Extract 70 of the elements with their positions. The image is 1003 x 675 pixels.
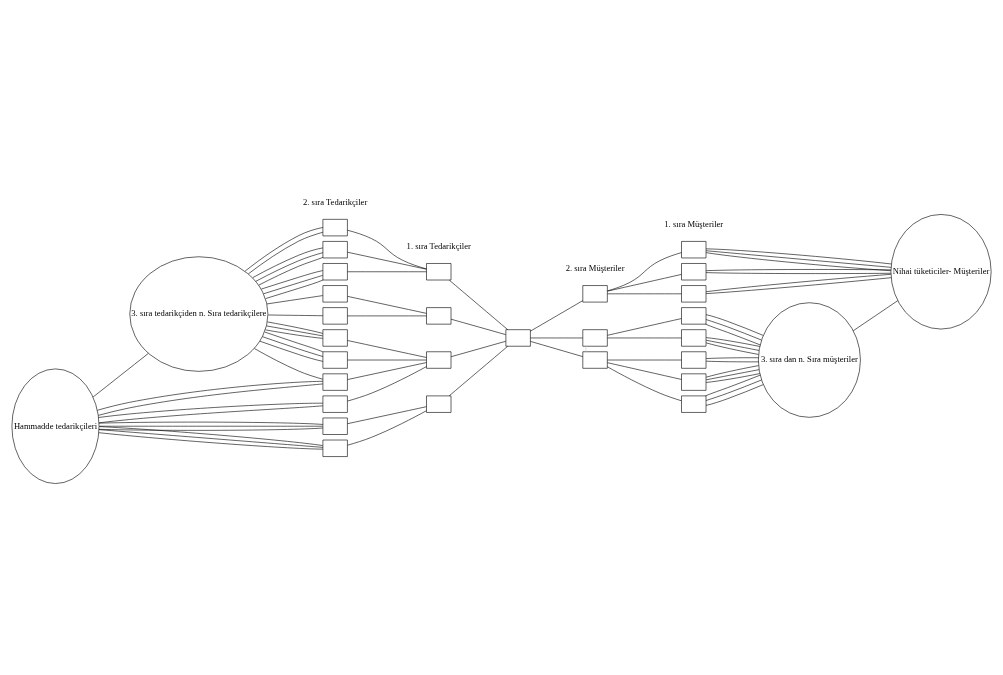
connector — [607, 274, 682, 292]
node-box — [681, 395, 707, 413]
connector — [347, 229, 427, 270]
node-box — [681, 373, 707, 391]
node-box — [681, 329, 707, 347]
connector — [585, 345, 587, 352]
node-box — [322, 263, 348, 281]
node-box — [322, 307, 348, 325]
node-ellipse: Hammadde tedarikçileri — [11, 368, 100, 484]
node-box — [322, 219, 348, 237]
connector — [448, 279, 508, 330]
node-box — [681, 263, 707, 281]
node-box — [681, 307, 707, 325]
connector — [705, 379, 762, 401]
connector — [530, 341, 583, 357]
node-box — [582, 351, 608, 369]
node-box — [426, 351, 452, 369]
node-box — [582, 329, 608, 347]
node-ellipse: 3. sıra dan n. Sıra müşteriler — [758, 302, 861, 418]
connector — [705, 360, 759, 363]
node-box — [322, 439, 348, 457]
node-box — [322, 351, 348, 369]
connector — [262, 336, 324, 357]
connector — [450, 341, 507, 358]
node-ellipse: 3. sıra tedarikçiden n. Sıra tedarikçilere — [129, 256, 269, 372]
connector — [705, 269, 892, 271]
connector — [607, 318, 682, 336]
node-box — [681, 351, 707, 369]
connector — [607, 293, 682, 295]
node-box — [426, 307, 452, 325]
connector — [347, 340, 427, 358]
node-box — [322, 285, 348, 303]
connector — [705, 272, 892, 274]
connector — [347, 315, 427, 317]
node-box — [426, 395, 452, 413]
node-box — [681, 241, 707, 259]
connector — [347, 362, 427, 380]
connector — [607, 362, 682, 380]
node-box — [322, 241, 348, 259]
connector — [347, 359, 427, 361]
node-box — [322, 417, 348, 435]
connector — [98, 421, 324, 425]
node-box — [582, 285, 608, 303]
connector — [347, 366, 427, 402]
connector — [448, 345, 508, 397]
connector — [347, 251, 427, 270]
connector — [347, 406, 427, 424]
connector — [347, 296, 427, 314]
label: 2. sıra Müşteriler — [565, 262, 625, 273]
node-box — [505, 329, 531, 347]
node-box — [322, 329, 348, 347]
node-box — [681, 285, 707, 303]
label: 1. sıra Müşteriler — [664, 218, 724, 229]
label: 2. sıra Tedarikçiler — [303, 196, 368, 207]
connector — [267, 321, 324, 334]
connector — [705, 319, 762, 341]
node-box — [426, 263, 452, 281]
connector — [607, 359, 682, 361]
node-box — [322, 395, 348, 413]
connector — [347, 410, 427, 446]
connector — [705, 357, 759, 359]
node-box — [322, 373, 348, 391]
connector — [607, 337, 682, 339]
connector — [347, 271, 427, 273]
node-ellipse: Nihai tüketiciler- Müşteriler — [890, 214, 992, 330]
connector — [607, 366, 682, 402]
label: 1. sıra Tedarikçiler — [406, 240, 471, 251]
connector — [607, 252, 682, 292]
connector — [98, 405, 324, 424]
connector — [266, 325, 323, 337]
